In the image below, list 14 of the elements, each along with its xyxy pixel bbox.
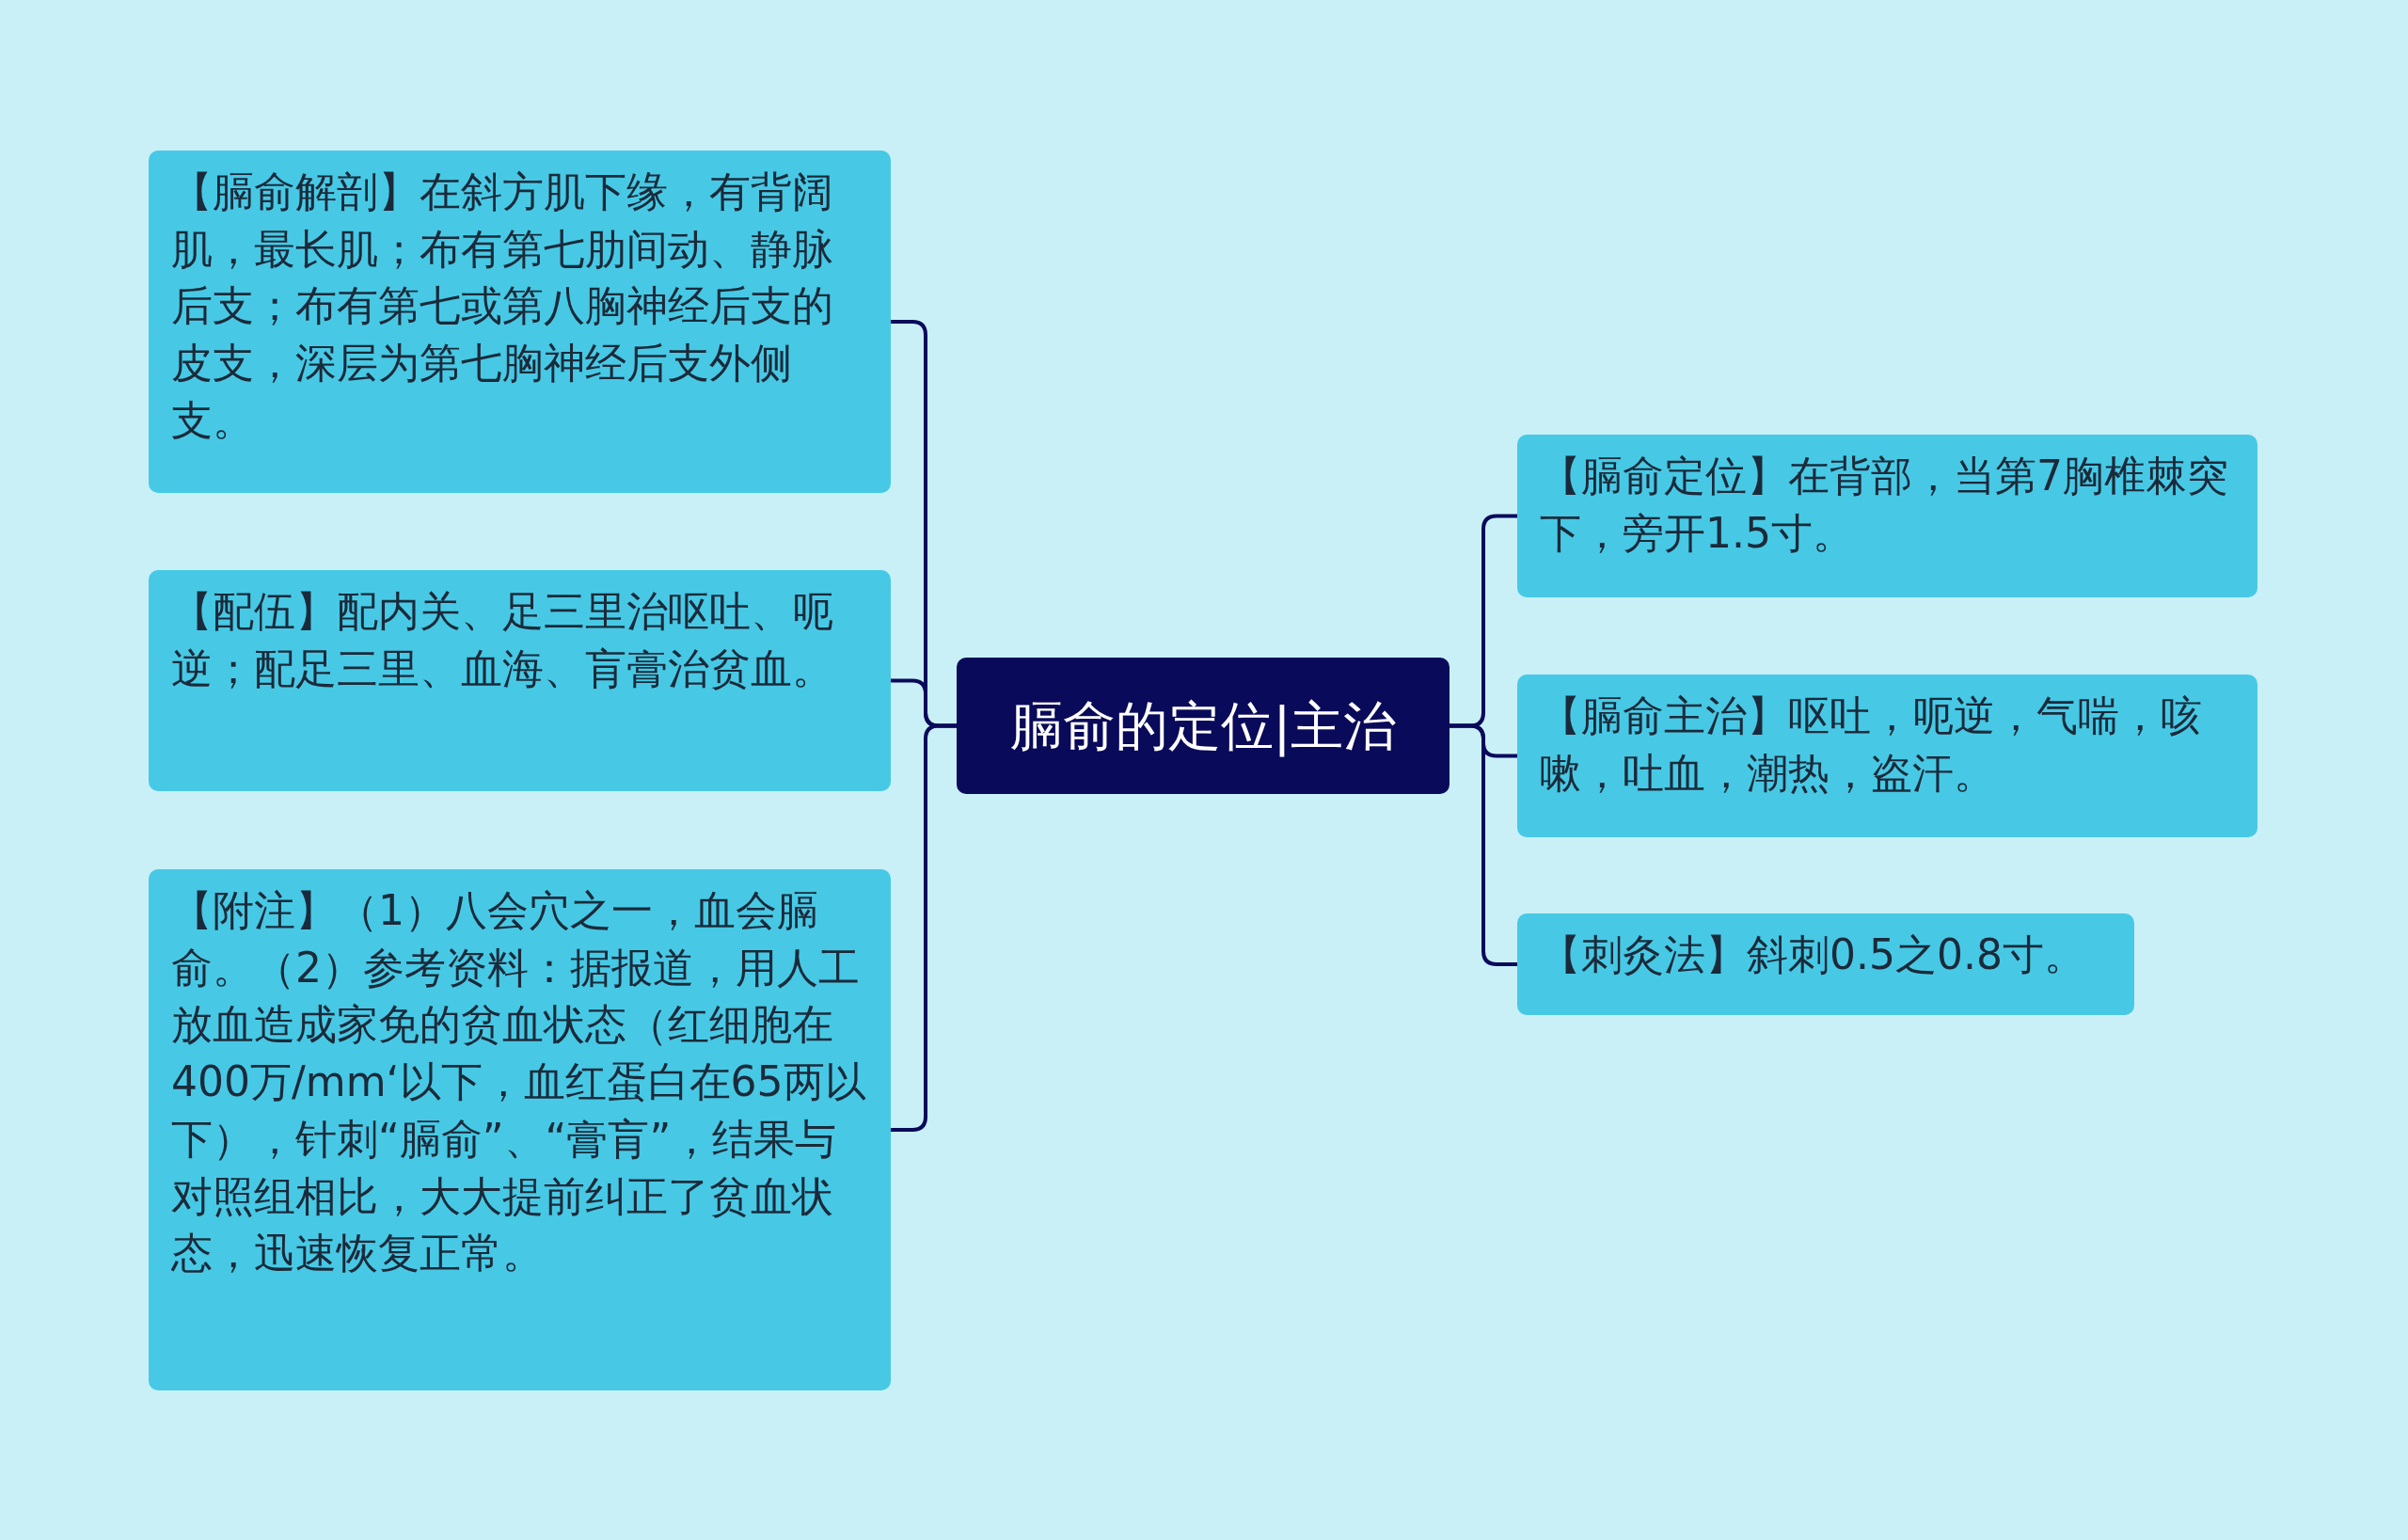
topic-box [149, 869, 891, 1390]
topic-text: 【膈俞主治】呕吐，呃逆，气喘，咳嗽，吐血，潮热，盗汗。 [1539, 691, 2203, 799]
topic-box [149, 570, 891, 791]
central-topic-box [957, 658, 1450, 794]
topic-box [1517, 435, 2258, 597]
topic-text: 【膈俞解剖】在斜方肌下缘，有背阔肌，最长肌；布有第七肋间动、静脉后支；布有第七或第八胸神经后支的皮支，深层为第七胸神经后支外侧支。 [170, 167, 834, 446]
topic-text: 【配伍】配内关、足三里治呕吐、呃逆；配足三里、血海、肓膏治贫血。 [170, 586, 834, 694]
topic-text: 【附注】（1）八会穴之一，血会膈俞。（2）参考资料：据报道，用人工放血造成家免的贫血状态（红细胞在400万/mm‘以下，血红蛋白在65两以下），针刺“膈俞”、“膏肓”，结果与对照组相比，大大提前纠正了贫血状态，迅速恢复正常。 [170, 885, 867, 1279]
topic-text: 膈俞的定位|主治 [1009, 693, 1397, 759]
topic-box [149, 151, 891, 493]
topic-text: 【膈俞定位】在背部，当第7胸椎棘突下，旁开1.5寸。 [1539, 451, 2229, 559]
topic-text: 【刺灸法】斜刺0.5之0.8寸。 [1539, 929, 2086, 980]
topic-box [1517, 675, 2258, 837]
topic-box [1517, 913, 2134, 1015]
